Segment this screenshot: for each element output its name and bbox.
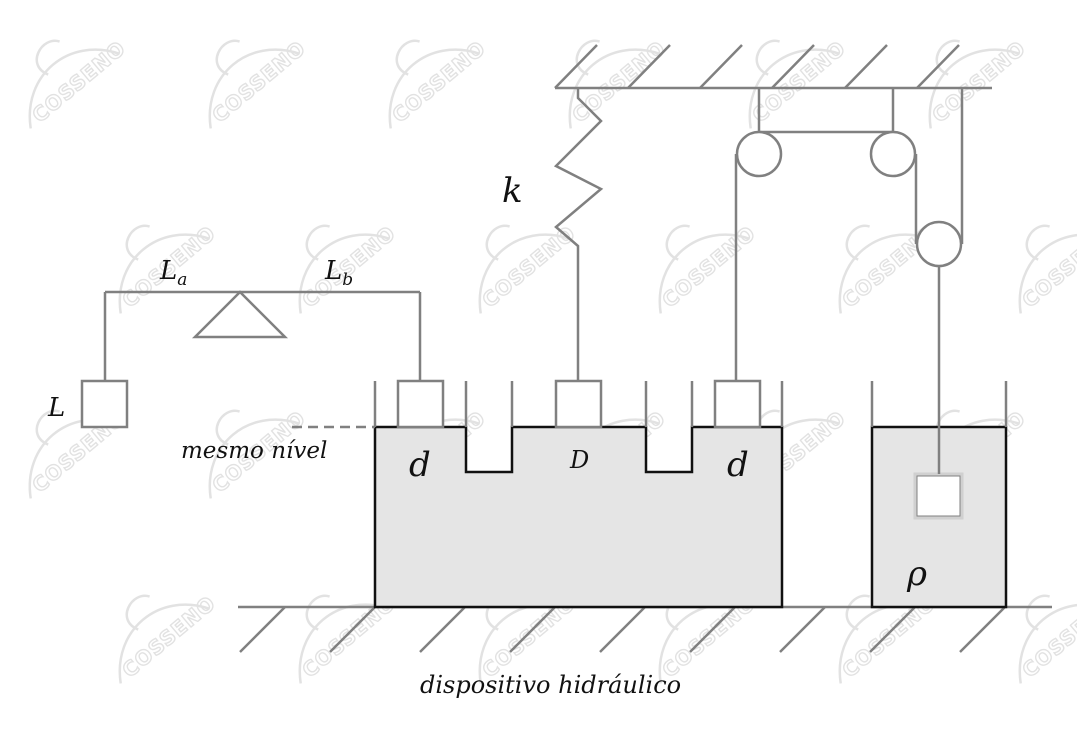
piston-right-label: d (727, 445, 749, 485)
svg-text:COSSENO: COSSENO (387, 36, 490, 128)
spring (553, 88, 604, 381)
lever (103, 290, 422, 381)
svg-text:COSSENO: COSSENO (927, 36, 1030, 128)
svg-text:COSSENO: COSSENO (1017, 221, 1077, 313)
svg-text:COSSENO: COSSENO (27, 36, 130, 128)
piston-center-label: D (569, 446, 589, 474)
spring-constant-label: k (502, 171, 523, 211)
lever-arm-a-label: La (159, 256, 187, 290)
svg-text:COSSENO: COSSENO (747, 36, 850, 128)
lever-arm-b-label: Lb (324, 256, 353, 290)
svg-text:COSSENO: COSSENO (657, 221, 760, 313)
ceiling (554, 44, 992, 90)
pulley-movable (915, 220, 963, 268)
density-label: ρ (906, 554, 927, 594)
piston-left-label: d (409, 445, 431, 485)
fulcrum (191, 290, 289, 339)
svg-text:COSSENO: COSSENO (207, 36, 310, 128)
pulley-right (869, 130, 917, 178)
pulley-left (735, 130, 783, 178)
piston-left (396, 379, 445, 429)
svg-text:COSSENO: COSSENO (567, 36, 670, 128)
svg-text:COSSENO: COSSENO (117, 591, 220, 683)
piston-right (713, 379, 762, 429)
pulley-system (734, 88, 964, 474)
submerged-block (913, 472, 964, 520)
caption: dispositivo hidráulico (420, 671, 681, 699)
hanging-block-label: L (47, 393, 65, 423)
svg-text:COSSENO: COSSENO (1017, 591, 1077, 683)
svg-text:COSSENO: COSSENO (297, 221, 400, 313)
level-note-label: mesmo nível (181, 438, 327, 464)
hanging-block (80, 379, 129, 429)
piston-center (554, 379, 603, 429)
vessel-walls (373, 381, 784, 427)
